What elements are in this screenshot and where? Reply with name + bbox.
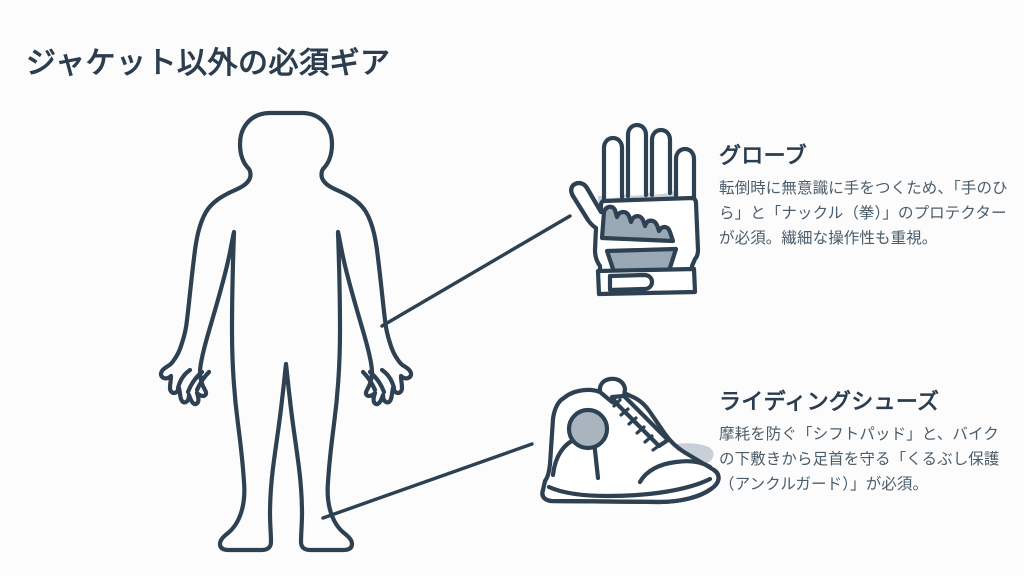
boot-laces [612, 398, 662, 452]
callout-gloves-title: グローブ [719, 143, 807, 168]
connector-hand-to-gloves [380, 214, 572, 328]
connector-foot-to-shoes [321, 442, 534, 520]
callout-shoes: ライディングシューズ 摩耗を防ぐ「シフトパッド」と、バイクの下敷きから足首を守る… [719, 388, 1011, 497]
page-title: ジャケット以外の必須ギア [26, 47, 391, 81]
callout-gloves-body: 転倒時に無意識に手をつくため、「手のひら」と「ナックル（拳）」のプロテクターが必… [719, 179, 1008, 247]
human-body-silhouette [158, 110, 414, 553]
callout-shoes-body: 摩耗を防ぐ「シフトパッド」と、バイクの下敷きから足首を守る「くるぶし保護（アンク… [719, 425, 1000, 493]
shoes-illustration [540, 376, 721, 505]
callout-shoes-title: ライディングシューズ [719, 389, 940, 414]
gloves-illustration [569, 122, 701, 297]
callout-gloves: グローブ 転倒時に無意識に手をつくため、「手のひら」と「ナックル（拳）」のプロテ… [719, 142, 1011, 251]
